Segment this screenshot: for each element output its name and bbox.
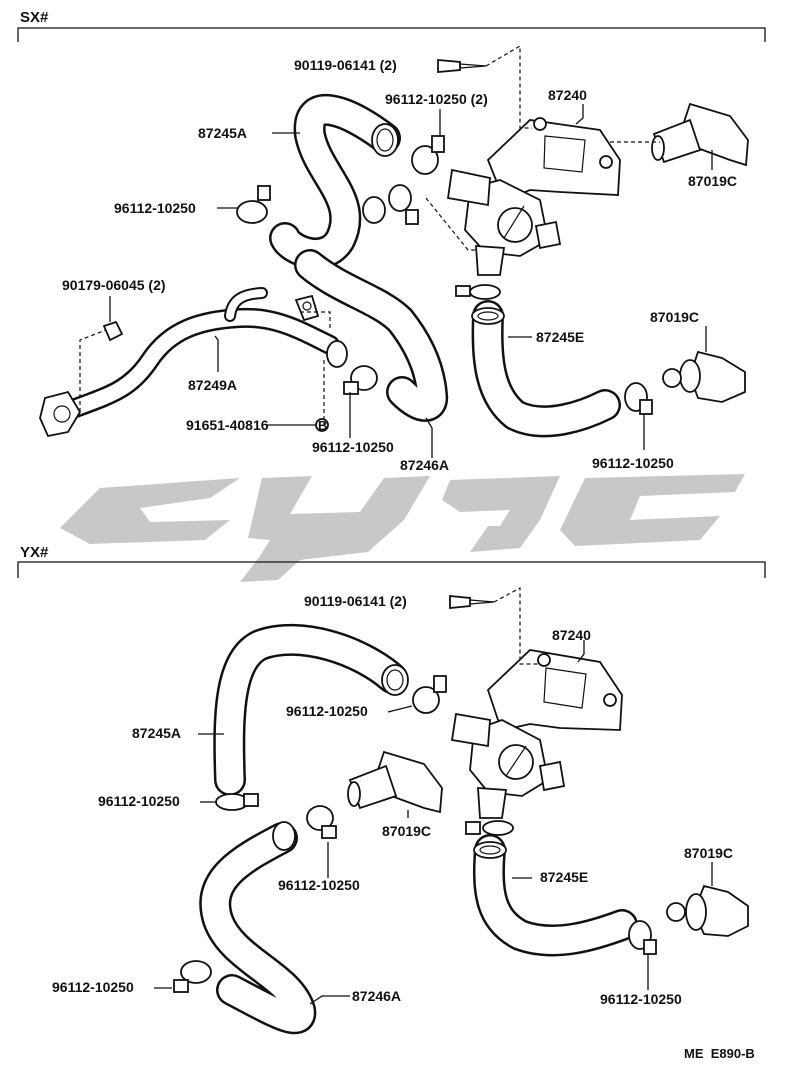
- valve-87240-top: [446, 117, 621, 276]
- clamp-top-2: [388, 184, 419, 225]
- hose-87246a-top: [294, 249, 449, 422]
- label-87245a-top: 87245A: [198, 125, 247, 141]
- section-title-yx: YX#: [20, 544, 49, 561]
- label-90119-06141-top: 90119-06141 (2): [294, 57, 397, 73]
- leaders-top: [79, 44, 713, 458]
- clamp-bottom-valve-lower: [465, 820, 514, 836]
- hose-87245e-top: [471, 300, 621, 438]
- label-96112-10250-mid-bottom: 96112-10250: [278, 877, 360, 893]
- label-87249a-top: 87249A: [188, 377, 237, 393]
- clamp-top-mid: [343, 365, 378, 395]
- section-frame-top: SX#: [17, 9, 766, 42]
- label-87245e-bottom: 87245E: [540, 869, 588, 885]
- label-87240-top: 87240: [548, 87, 587, 103]
- clamp-bottom-left: [215, 793, 259, 811]
- label-87246a-bottom: 87246A: [352, 988, 401, 1004]
- cap-87019c-right-top: [662, 350, 746, 403]
- label-96112-10250-valve-bottom: 96112-10250: [286, 703, 368, 719]
- label-87019c-right-top: 87019C: [650, 309, 699, 325]
- label-87019c-top: 87019C: [688, 173, 737, 189]
- clamp-bottom-mid: [306, 805, 337, 839]
- section-frame-bottom: YX#: [17, 544, 766, 578]
- hose-87246a-bottom: [199, 821, 317, 1035]
- label-96112-10250-mid-top: 96112-10250: [312, 439, 394, 455]
- clamp-bottom-right: [628, 920, 657, 955]
- clamp-top-left: [236, 185, 271, 224]
- label-96112-10250-left-bottom: 96112-10250: [98, 793, 180, 809]
- label-87245e-top: 87245E: [536, 329, 584, 345]
- label-90179-06045-top: 90179-06045 (2): [62, 277, 166, 293]
- hose-87245a-top: [269, 94, 401, 270]
- bolt-top: [437, 59, 487, 73]
- label-96112-10250-lower-left-bottom: 96112-10250: [52, 979, 134, 995]
- section-title-sx: SX#: [20, 9, 49, 26]
- label-91651-40816-top: 91651-40816: [186, 417, 269, 433]
- hose-87245a-bottom: [213, 623, 409, 796]
- labels-bottom: 90119-06141 (2) 87240 96112-10250 87245A…: [52, 593, 733, 1007]
- label-87019c-right-bottom: 87019C: [684, 845, 733, 861]
- leaders-bottom: [154, 586, 713, 1005]
- pipe-87249a-top: [39, 287, 348, 438]
- clamp-bottom-lower-left: [173, 960, 212, 993]
- cap-87019c-top: [651, 102, 749, 167]
- hose-87245e-bottom: [472, 834, 638, 957]
- label-96112-10250-left-top: 96112-10250: [114, 200, 196, 216]
- label-clip-mark-b: B: [318, 418, 327, 433]
- label-87246a-top: 87246A: [400, 457, 449, 473]
- label-87240-bottom: 87240: [552, 627, 591, 643]
- label-90119-06141-bottom: 90119-06141 (2): [304, 593, 407, 609]
- labels-top: 90119-06141 (2) 96112-10250 (2) 87240 87…: [62, 57, 737, 473]
- clamp-bottom-valve: [412, 675, 447, 714]
- clamp-top-right: [624, 382, 653, 415]
- cap-87019c-right-bottom: [666, 884, 749, 937]
- label-96112-10250-right-bottom: 96112-10250: [600, 991, 682, 1007]
- bolt-bottom: [449, 595, 495, 609]
- label-87019c-mid-bottom: 87019C: [382, 823, 431, 839]
- clamp-top-valve: [455, 284, 501, 300]
- label-96112-10250-right-top: 96112-10250: [592, 455, 674, 471]
- footer-code: ME E890-B: [684, 1046, 755, 1061]
- clamp-top-1: [411, 135, 445, 175]
- valve-87240-bottom: [450, 649, 623, 819]
- watermark-logo: [60, 474, 745, 582]
- cap-87019c-mid-bottom: [347, 750, 443, 814]
- label-96112-10250-2-top: 96112-10250 (2): [385, 91, 488, 107]
- label-87245a-bottom: 87245A: [132, 725, 181, 741]
